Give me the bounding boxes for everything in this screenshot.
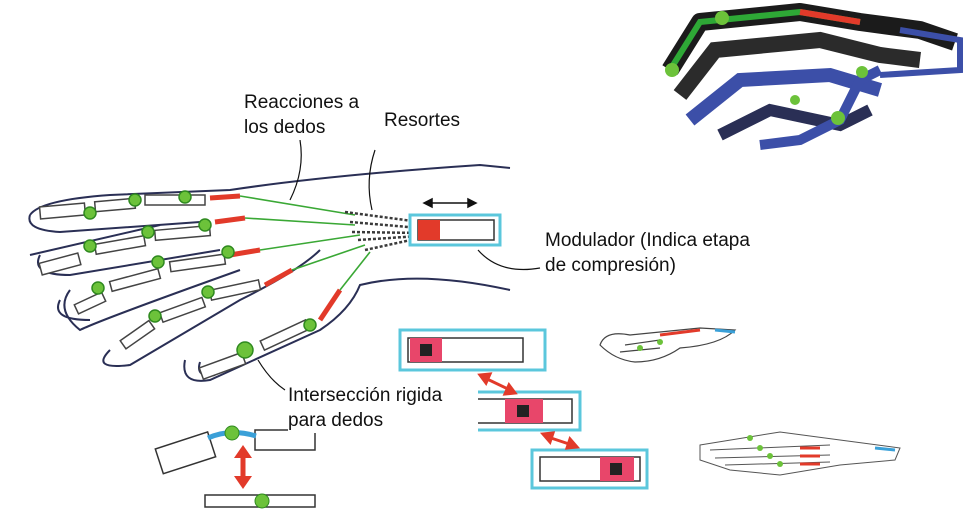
double-arrow-icon bbox=[422, 197, 478, 209]
label-intersection: Intersección rigida para dedos bbox=[288, 383, 478, 433]
small-hand-sketch bbox=[599, 327, 737, 363]
red-links bbox=[209, 193, 343, 322]
tendon-lines bbox=[239, 195, 371, 291]
label-springs: Resortes bbox=[384, 108, 484, 133]
stage-slider-1 bbox=[398, 328, 547, 372]
joints bbox=[83, 190, 317, 359]
rigid-intersection-sketch bbox=[154, 425, 316, 509]
modulator bbox=[408, 213, 502, 247]
leader-lines bbox=[257, 139, 541, 391]
small-hand-sketch-2 bbox=[699, 431, 901, 476]
stage-slider-3 bbox=[530, 448, 649, 490]
hand-outline bbox=[28, 163, 511, 382]
label-modulator: Modulador (Indica etapa de compresión) bbox=[545, 228, 785, 278]
finger-segments bbox=[38, 194, 311, 381]
label-reactions: Reacciones a los dedos bbox=[244, 90, 384, 140]
stage-arrows bbox=[477, 372, 581, 450]
exoskeleton-sketch bbox=[662, 3, 963, 150]
stage-slider-2 bbox=[463, 390, 582, 432]
